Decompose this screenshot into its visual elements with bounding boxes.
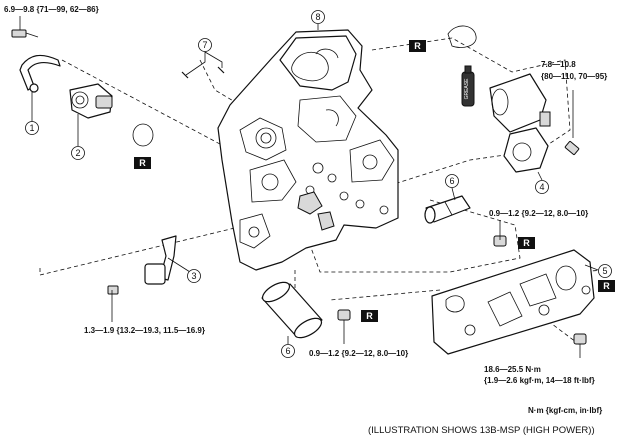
part-4-actuator [489,73,580,173]
torque-spec-top-left: 6.9—9.8 {71—99, 62—86} [4,5,99,14]
grease-tube-icon: GREASE [461,65,475,107]
callout-6-upper: 6 [445,174,459,188]
bolt-sensor-icon [107,285,119,295]
replace-badge-bolt-bottom-center: R [361,310,378,322]
replace-badge-bolt-mid-right: R [518,237,535,249]
bolt-top-left-icon [11,29,27,38]
torque-spec-top-right-line1: 7.8—10.8 [541,60,576,69]
callout-leaders [19,16,599,358]
torque-spec-bottom-left: 1.3—1.9 {13.2—19.3, 11.5—16.9} [84,326,205,335]
replace-badge-label: R [414,41,421,51]
replace-badge-gasket-left: R [134,157,151,169]
callout-2-label: 2 [75,148,80,158]
part-1-bracket [11,29,61,93]
callout-1: 1 [25,121,39,135]
callout-4-label: 4 [539,182,544,192]
torque-spec-bottom-right-line2: {1.9—2.6 kgf·m, 14—18 ft·lbf} [484,376,595,385]
callout-6-lower-label: 6 [285,346,290,356]
callout-3-label: 3 [191,271,196,281]
replace-badge-label: R [523,238,530,248]
callout-6-lower: 6 [281,344,295,358]
part-8-intake-manifold [217,29,399,271]
bolt-bottom-right-icon [573,333,587,345]
part-5-gasket [431,249,595,355]
callout-6-upper-label: 6 [449,176,454,186]
replace-badge-label: R [366,311,373,321]
callout-8: 8 [311,10,325,24]
torque-spec-bottom-center: 0.9—1.2 {9.2—12, 8.0—10} [309,349,408,358]
torque-spec-middle-right: 0.9—1.2 {9.2—12, 8.0—10} [489,209,588,218]
callout-3: 3 [187,269,201,283]
gasket-top-right [447,25,477,48]
torque-spec-bottom-right-line1: 18.6—25.5 N·m [484,365,541,374]
callout-8-label: 8 [315,12,320,22]
callout-7-label: 7 [202,40,207,50]
callout-2: 2 [71,146,85,160]
part-7-pins [181,66,225,79]
replace-badge-gasket-5: R [598,280,615,292]
part-3-sensor [107,235,177,295]
bolt-actuator-icon [564,140,580,156]
part-2-valve [69,83,113,119]
replace-badge-gasket-top-right: R [409,40,426,52]
replace-badge-label: R [603,281,610,291]
torque-spec-top-right-line2: {80—110, 70—95} [541,72,607,81]
callout-5: 5 [598,264,612,278]
part-6-cylinder-upper [424,195,507,247]
units-note: N·m {kgf-cm, in·lbf} [528,406,602,415]
gasket-o-ring [132,123,154,147]
part-6-canister-lower [261,281,351,339]
replace-badge-label: R [139,158,146,168]
illustration-caption: (ILLUSTRATION SHOWS 13B-MSP (HIGH POWER)… [368,425,595,436]
grease-label: GREASE [464,78,470,100]
bolt-bottom-center-icon [337,309,351,321]
callout-5-label: 5 [602,266,607,276]
callout-1-label: 1 [29,123,34,133]
callout-4: 4 [535,180,549,194]
callout-7: 7 [198,38,212,52]
